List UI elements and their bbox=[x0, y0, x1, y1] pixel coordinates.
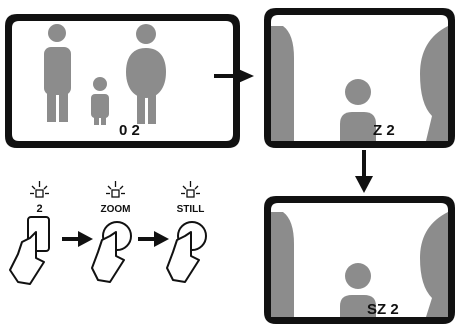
hand-pressing-icon bbox=[9, 231, 45, 285]
blink-indicator-icon bbox=[181, 181, 200, 198]
button-still-group: STILL bbox=[166, 181, 207, 283]
arrow-down bbox=[355, 150, 373, 193]
woman-figure bbox=[126, 24, 166, 124]
tall-figure bbox=[44, 24, 71, 122]
zoom-left-figure bbox=[271, 26, 294, 141]
arrow-right bbox=[214, 68, 254, 84]
screen-still-zoom-label: SZ 2 bbox=[367, 301, 399, 318]
screen-zoom: Z 2 bbox=[264, 8, 455, 148]
arrow-sequence-2 bbox=[138, 231, 169, 247]
screen-normal: 0 2 bbox=[5, 14, 240, 148]
zoom-child-figure bbox=[340, 79, 376, 141]
screen-still-zoom: SZ 2 bbox=[264, 196, 455, 324]
button-zoom-label: ZOOM bbox=[101, 204, 131, 215]
still-left-figure bbox=[271, 212, 294, 317]
blink-indicator-icon bbox=[106, 181, 125, 198]
button-2-label: 2 bbox=[36, 203, 42, 215]
hand-pressing-icon bbox=[91, 231, 125, 283]
child-figure bbox=[91, 77, 109, 125]
blink-indicator-icon bbox=[30, 181, 49, 198]
hand-pressing-icon bbox=[166, 231, 200, 283]
button-2-group: 2 bbox=[9, 181, 50, 285]
arrow-sequence-1 bbox=[62, 231, 93, 247]
screen-normal-label: 0 2 bbox=[119, 122, 140, 139]
screen-zoom-display bbox=[271, 15, 448, 141]
button-zoom-group: ZOOM bbox=[91, 181, 132, 283]
screen-still-zoom-display bbox=[271, 203, 448, 317]
still-right-figure bbox=[420, 212, 448, 317]
still-child-figure bbox=[340, 263, 376, 317]
button-still-label: STILL bbox=[177, 204, 205, 215]
screen-zoom-label: Z 2 bbox=[373, 122, 395, 139]
zoom-right-figure bbox=[420, 26, 448, 141]
